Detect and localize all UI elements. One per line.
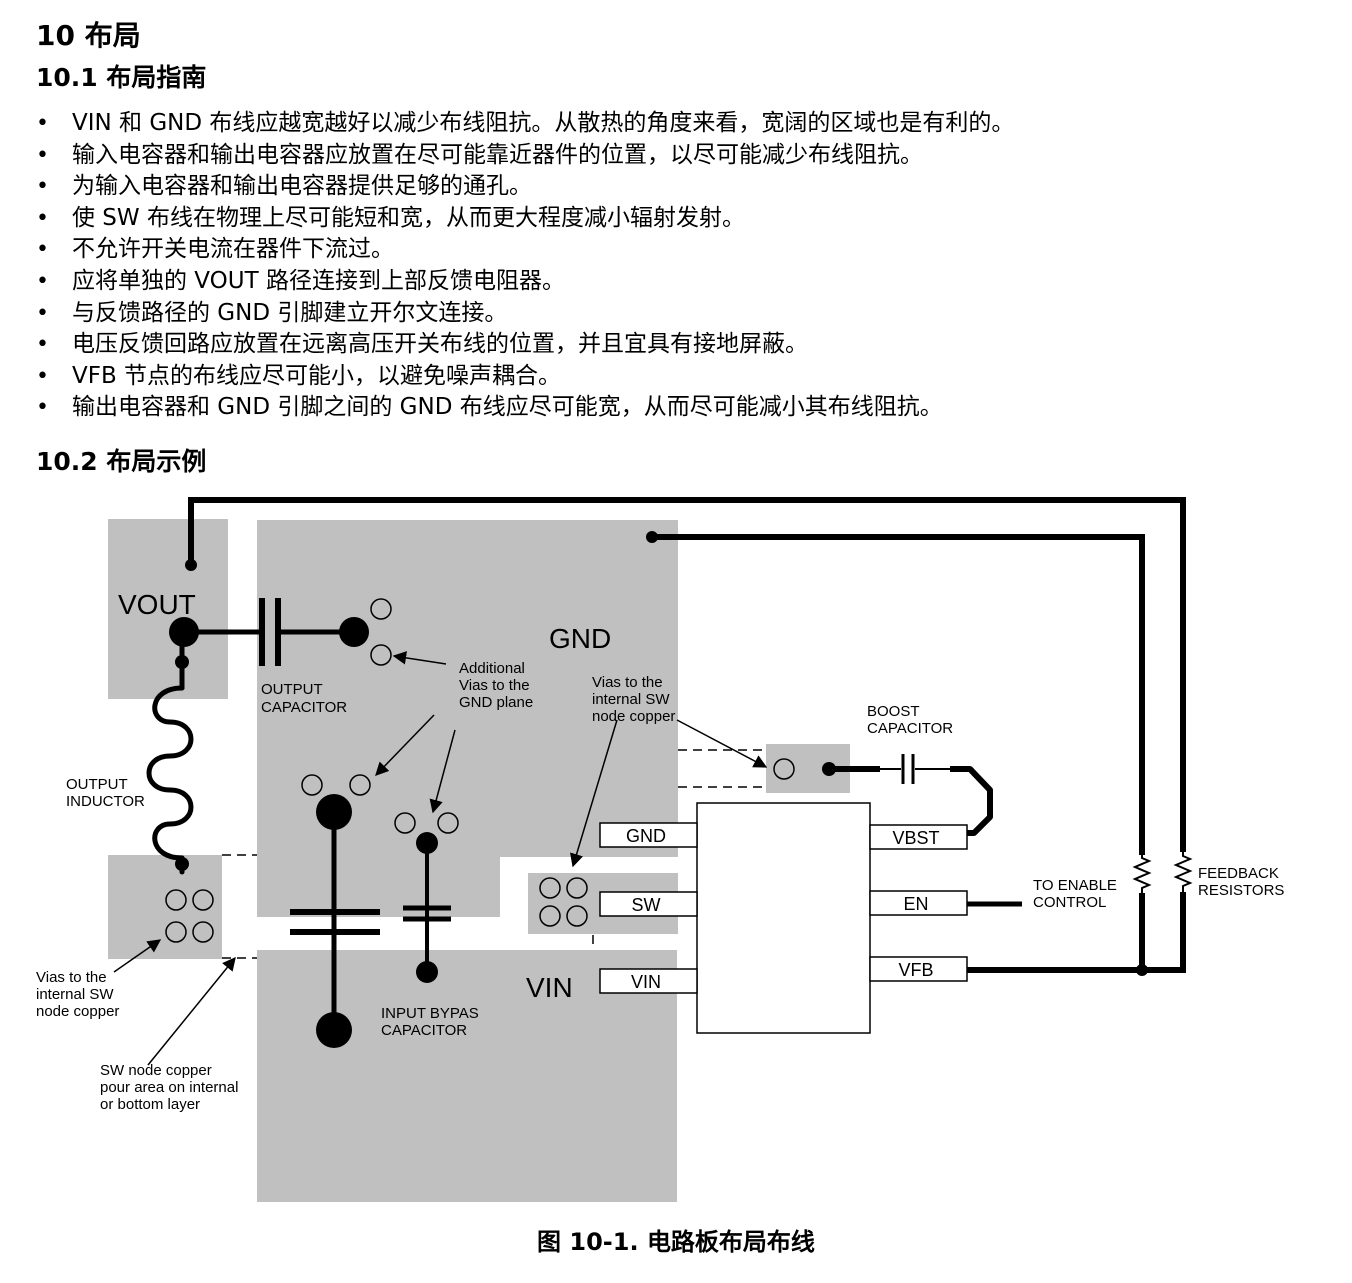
bullet-dot-icon: •: [36, 363, 49, 389]
vout-region-label: VOUT: [118, 589, 196, 620]
bullet-dot-icon: •: [36, 174, 49, 200]
bullet-dot-icon: •: [36, 395, 49, 421]
layout-guidelines-heading: 10.1 布局指南: [36, 63, 207, 92]
guideline-item: •不允许开关电流在器件下流过。: [36, 234, 1336, 266]
pin-vbst-label: VBST: [892, 828, 939, 848]
vfb-junction-node: [1136, 964, 1148, 976]
layout-example-heading: 10.2 布局示例: [36, 447, 207, 476]
sw-vias: [165, 877, 588, 943]
guideline-item: •VIN 和 GND 布线应越宽越好以减少布线阻抗。从散热的角度来看，宽阔的区域…: [36, 108, 1336, 140]
guideline-item: •输出电容器和 GND 引脚之间的 GND 布线应尽可能宽，从而尽可能减小其布线…: [36, 392, 1336, 424]
input-capacitor-large: [290, 794, 380, 1048]
gnd-vias: [301, 598, 795, 834]
bullet-dot-icon: •: [36, 111, 49, 136]
feedback-resistor-lower: [1173, 850, 1193, 893]
guideline-item: •输入电容器和输出电容器应放置在尽可能靠近器件的位置，以尽可能减少布线阻抗。: [36, 140, 1336, 172]
feedback-resistor-upper: [1132, 852, 1152, 895]
boost-capacitor: [822, 754, 993, 836]
guideline-item: •应将单独的 VOUT 路径连接到上部反馈电阻器。: [36, 266, 1336, 298]
gnd-sense-node: [646, 531, 658, 543]
bullet-dot-icon: •: [36, 300, 49, 326]
guideline-item: •为输入电容器和输出电容器提供足够的通孔。: [36, 171, 1336, 203]
pin-gnd-label: GND: [626, 826, 666, 846]
input-bypass-capacitor: [403, 832, 451, 983]
vout-copper: [108, 519, 228, 699]
figure-title: 电路板布局布线: [646, 1228, 815, 1256]
bullet-dot-icon: •: [36, 142, 49, 168]
ic-pins: [599, 822, 968, 994]
pin-sw-label: SW: [632, 895, 661, 915]
gnd-copper: [257, 520, 678, 917]
copper-regions: [108, 519, 850, 1202]
bullet-dot-icon: •: [36, 268, 49, 294]
figure-number: 图 10-1.: [537, 1228, 639, 1256]
sw-copper-left: [108, 855, 222, 959]
feedback-traces: [188, 497, 1186, 973]
pin-vin-label: VIN: [631, 972, 661, 992]
bullet-dot-icon: •: [36, 205, 49, 231]
pcb-layout-diagram: VOUT GND VIN: [36, 497, 1284, 1202]
guideline-item: •VFB 节点的布线应尽可能小，以避免噪声耦合。: [36, 361, 1336, 393]
bullet-dot-icon: •: [36, 237, 49, 263]
pin-vfb-label: VFB: [898, 960, 933, 980]
guideline-list: •VIN 和 GND 布线应越宽越好以减少布线阻抗。从散热的角度来看，宽阔的区域…: [36, 108, 1336, 424]
ic-body: [696, 802, 871, 1034]
pin-en-label: EN: [903, 894, 928, 914]
gnd-region-label: GND: [549, 623, 611, 654]
guideline-item: •与反馈路径的 GND 引脚建立开尔文连接。: [36, 298, 1336, 330]
figure-caption: 图 10-1. 电路板布局布线: [0, 1222, 1352, 1257]
guideline-item: •使 SW 布线在物理上尽可能短和宽，从而更大程度减小辐射发射。: [36, 203, 1336, 235]
annotation-arrows: [113, 651, 768, 1066]
section-title: 10 布局: [36, 19, 141, 52]
guideline-item: •电压反馈回路应放置在远离高压开关布线的位置，并且宜具有接地屏蔽。: [36, 329, 1336, 361]
bullet-dot-icon: •: [36, 332, 49, 358]
vin-region-label: VIN: [526, 972, 573, 1003]
vout-sense-node: [185, 559, 197, 571]
